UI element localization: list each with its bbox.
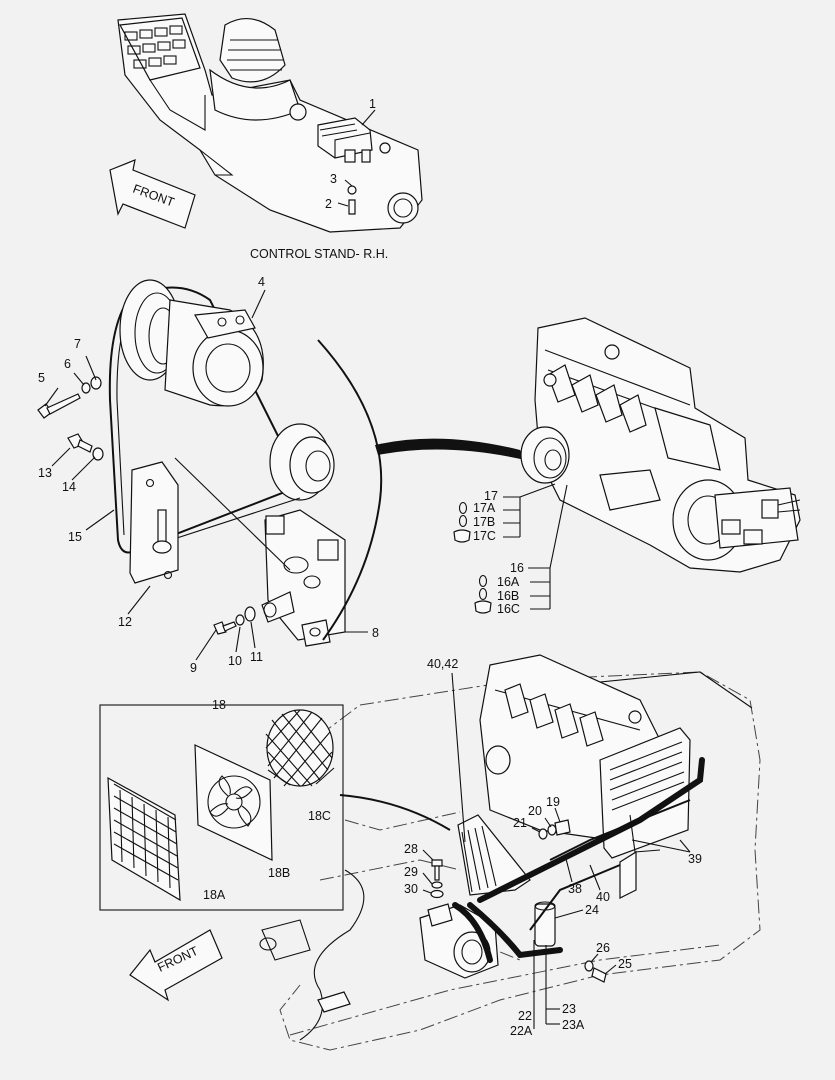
label-7: 7 (74, 337, 81, 351)
label-16c: 16C (497, 602, 520, 616)
label-1: 1 (369, 97, 376, 111)
label-28: 28 (404, 842, 418, 856)
switch-box-part-1 (317, 117, 373, 163)
label-19: 19 (546, 795, 560, 809)
label-12: 12 (118, 615, 132, 629)
engine-lower-illustration (317, 654, 705, 1013)
bolts-19-20-21 (538, 819, 571, 840)
label-23: 23 (562, 1002, 576, 1016)
label-30: 30 (404, 882, 418, 896)
engine-illustration (520, 317, 801, 573)
o-ring-icons (453, 501, 492, 614)
label-5: 5 (38, 371, 45, 385)
label-24: 24 (585, 903, 599, 917)
compressor-belt-illustration (37, 279, 525, 661)
label-40-42: 40,42 (427, 657, 458, 671)
control-stand-caption: CONTROL STAND- R.H. (250, 247, 388, 261)
label-16a: 16A (497, 575, 520, 589)
label-8: 8 (372, 626, 379, 640)
label-17a: 17A (473, 501, 496, 515)
label-9: 9 (190, 661, 197, 675)
label-17b: 17B (473, 515, 495, 529)
label-13: 13 (38, 466, 52, 480)
label-14: 14 (62, 480, 76, 494)
control-stand-illustration (117, 13, 423, 233)
label-17c: 17C (473, 529, 496, 543)
label-23a: 23A (562, 1018, 585, 1032)
label-25: 25 (618, 957, 632, 971)
label-10: 10 (228, 654, 242, 668)
label-26: 26 (596, 941, 610, 955)
label-18a: 18A (203, 888, 226, 902)
label-21: 21 (513, 816, 527, 830)
label-22a: 22A (510, 1024, 533, 1038)
label-3: 3 (330, 172, 337, 186)
label-39: 39 (688, 852, 702, 866)
label-6: 6 (64, 357, 71, 371)
front-arrow-top: FRONT (109, 159, 196, 229)
joystick (209, 18, 301, 121)
label-22: 22 (518, 1009, 532, 1023)
label-16b: 16B (497, 589, 519, 603)
label-2: 2 (325, 197, 332, 211)
label-15: 15 (68, 530, 82, 544)
bolts-25-26 (584, 960, 607, 983)
label-40: 40 (596, 890, 610, 904)
label-29: 29 (404, 865, 418, 879)
label-38: 38 (568, 882, 582, 896)
keypad-panel (124, 25, 186, 69)
label-17: 17 (484, 489, 498, 503)
inset-box-18 (99, 704, 451, 911)
label-18b: 18B (268, 866, 290, 880)
label-18c: 18C (308, 809, 331, 823)
label-20: 20 (528, 804, 542, 818)
label-16: 16 (510, 561, 524, 575)
label-4: 4 (258, 275, 265, 289)
bolts-28-29-30 (430, 859, 444, 899)
label-11: 11 (250, 650, 263, 664)
label-18: 18 (212, 698, 226, 712)
front-arrow-bottom: FRONT (129, 929, 223, 1002)
